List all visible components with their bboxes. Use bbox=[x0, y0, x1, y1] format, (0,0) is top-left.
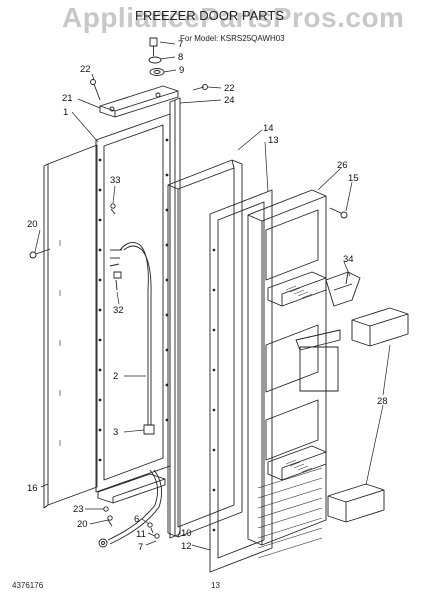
callout-1: 1 bbox=[63, 107, 68, 118]
callout-8: 8 bbox=[178, 52, 183, 63]
callout-34: 34 bbox=[343, 254, 354, 265]
callout-20-left: 20 bbox=[27, 219, 38, 230]
callout-numbers: 7 8 9 22 22 24 21 1 14 13 26 15 33 20 34… bbox=[27, 39, 388, 553]
callout-7-bottom: 7 bbox=[138, 542, 143, 553]
door-bin-28-lower bbox=[327, 483, 385, 523]
ice-chute-34 bbox=[325, 271, 361, 307]
door-bin-28-upper bbox=[351, 307, 409, 347]
screw-15 bbox=[329, 207, 348, 219]
screw-33 bbox=[110, 203, 116, 215]
callout-7-top: 7 bbox=[178, 39, 183, 50]
callout-22-right: 22 bbox=[224, 83, 235, 94]
door-shelf-lower bbox=[267, 445, 327, 481]
callout-13: 13 bbox=[268, 135, 279, 146]
document-number: 4376176 bbox=[12, 581, 44, 590]
callout-22-left: 22 bbox=[80, 64, 91, 75]
screw-22-right bbox=[192, 84, 208, 91]
screw-22-left bbox=[90, 79, 101, 101]
callout-6: 6 bbox=[134, 514, 139, 525]
callout-14: 14 bbox=[263, 123, 274, 134]
door-inner-liner-26 bbox=[247, 189, 341, 546]
diagram-title: FREEZER DOOR PARTS bbox=[135, 8, 285, 23]
door-bottom-louver bbox=[257, 467, 323, 559]
door-gasket-strip-24 bbox=[169, 97, 181, 539]
callout-9: 9 bbox=[179, 65, 184, 76]
bottom-screws bbox=[103, 506, 160, 539]
callout-21: 21 bbox=[62, 93, 73, 104]
site-watermark: AppliancePartsPros.com bbox=[62, 2, 405, 33]
page-number: 13 bbox=[211, 581, 220, 590]
screw-20-left bbox=[29, 248, 51, 259]
wire-harness-2 bbox=[109, 241, 155, 435]
callout-33: 33 bbox=[110, 175, 121, 186]
leader-lines bbox=[34, 41, 391, 551]
callout-28: 28 bbox=[377, 396, 388, 407]
callout-15: 15 bbox=[348, 173, 359, 184]
connector-32 bbox=[113, 271, 122, 291]
door-liner-frame-1 bbox=[95, 113, 171, 493]
callout-10: 10 bbox=[181, 528, 192, 539]
door-shelf-upper bbox=[267, 271, 327, 307]
top-hinge-hardware bbox=[148, 37, 165, 76]
callout-3: 3 bbox=[113, 427, 118, 438]
door-gasket-13 bbox=[209, 189, 273, 573]
callout-16: 16 bbox=[27, 483, 38, 494]
callout-11: 11 bbox=[136, 529, 146, 540]
callout-24: 24 bbox=[224, 95, 235, 106]
door-gasket-14 bbox=[167, 159, 243, 538]
callout-32: 32 bbox=[113, 305, 124, 316]
callout-2: 2 bbox=[113, 371, 118, 382]
callout-20-bottom: 20 bbox=[77, 519, 88, 530]
model-subtitle: For Model: KSRS25QAWH03 bbox=[180, 34, 285, 43]
callout-23: 23 bbox=[73, 504, 84, 515]
door-outer-panel-16 bbox=[43, 144, 98, 509]
callout-26: 26 bbox=[337, 160, 348, 171]
callout-12: 12 bbox=[181, 541, 192, 552]
bottom-hinge-assembly bbox=[97, 469, 166, 548]
top-hinge-bracket bbox=[99, 85, 179, 118]
